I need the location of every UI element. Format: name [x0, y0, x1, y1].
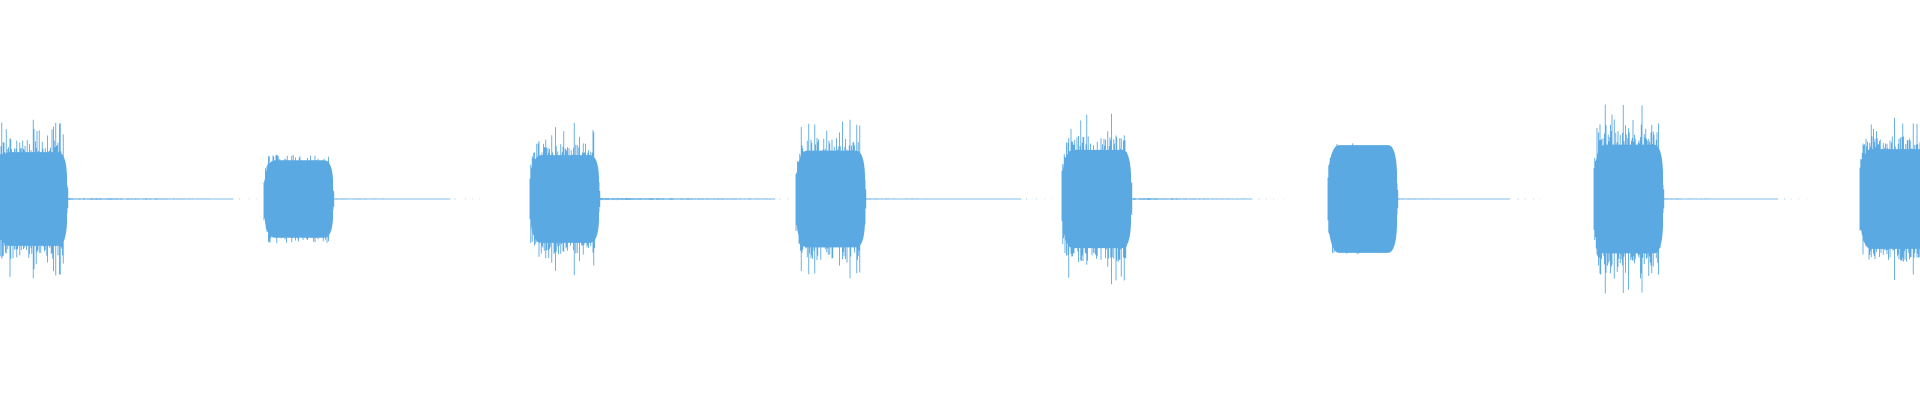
waveform-tail-dot [465, 198, 467, 200]
waveform-tail-dot [239, 198, 241, 200]
waveform-burst-lines [1859, 117, 1920, 281]
waveform-tail-dot [1036, 198, 1037, 200]
waveform-tail-dot [478, 198, 480, 200]
waveform-burst-tail [1663, 198, 1779, 200]
waveform-burst-tail [67, 198, 234, 200]
waveform-tail-dot [1052, 198, 1054, 200]
waveform-burst-7 [1593, 104, 1808, 294]
waveform-tail-dot [256, 198, 258, 200]
waveform-burst-lines [529, 122, 601, 276]
waveform-burst-5 [1061, 113, 1285, 285]
waveform-burst-lines [1593, 104, 1665, 294]
waveform-tail-dot [472, 198, 474, 200]
waveform-tail-dot [1517, 198, 1519, 200]
waveform-burst-tail [1131, 198, 1253, 200]
waveform-tail-dot [1539, 198, 1541, 200]
waveform-burst-lines [1327, 143, 1399, 255]
waveform-tail-dot [248, 198, 250, 200]
waveform-tail-dot [1790, 198, 1792, 200]
waveform-tail-dot [1258, 198, 1260, 200]
waveform-burst-3 [529, 122, 807, 276]
waveform-burst-tail [865, 198, 1022, 200]
waveform-burst-tail [333, 198, 451, 200]
waveform-tail-dot [1784, 198, 1786, 200]
waveform-burst-lines [795, 119, 867, 279]
waveform-tail-dot [1806, 198, 1808, 200]
waveform-tail-dot [1533, 198, 1534, 200]
waveform-bursts [0, 104, 1920, 294]
waveform-burst-lines [1061, 113, 1133, 285]
waveform-tail-dot [787, 198, 789, 200]
waveform-tail-dot [1026, 198, 1027, 200]
waveform-burst-6 [1327, 143, 1541, 255]
waveform-tail-dot [1524, 198, 1526, 200]
waveform-burst-lines [0, 119, 69, 279]
waveform-burst-2 [263, 154, 480, 244]
waveform-tail-dot [1265, 198, 1267, 200]
waveform-tail-dot [1273, 198, 1275, 200]
waveform-tail-dot [1798, 198, 1800, 200]
waveform-burst-8 [1859, 117, 1920, 281]
waveform-tail-dot [779, 198, 781, 200]
waveform-burst-tail [599, 197, 776, 201]
waveform-tail-dot [454, 198, 456, 200]
waveform-burst-lines [263, 154, 335, 244]
waveform-burst-4 [795, 119, 1054, 279]
waveform-burst-tail [1397, 198, 1511, 200]
waveform-tail-dot [1044, 198, 1046, 200]
waveform-burst-1 [0, 119, 266, 279]
waveform-tail-dot [1284, 198, 1285, 200]
